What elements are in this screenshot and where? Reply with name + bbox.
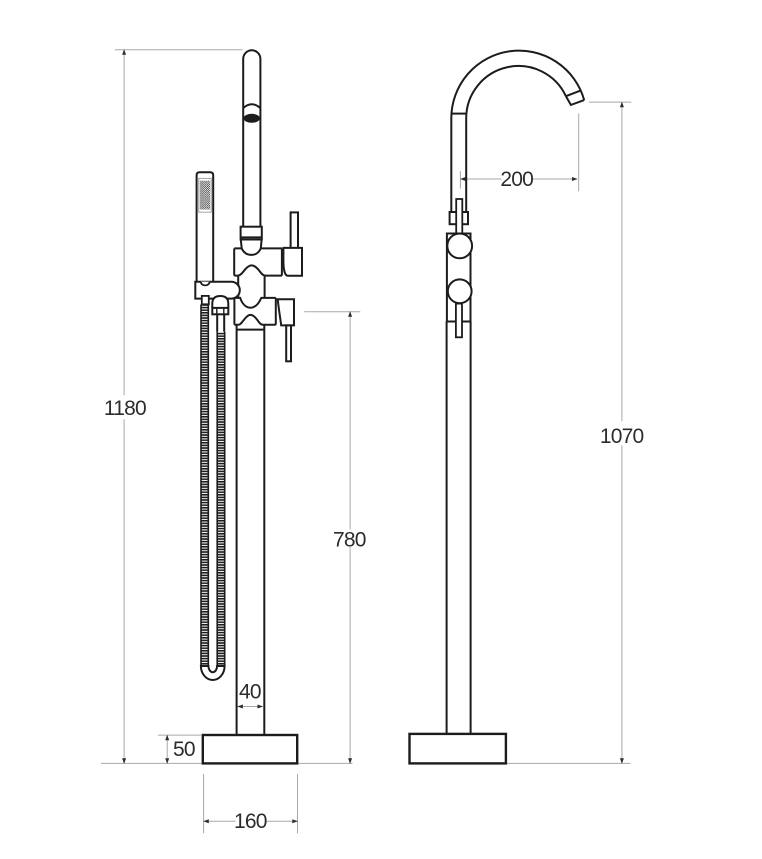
svg-text:50: 50: [173, 738, 195, 761]
svg-text:40: 40: [239, 681, 261, 704]
svg-text:160: 160: [234, 810, 267, 833]
svg-text:1180: 1180: [104, 397, 146, 420]
svg-text:1070: 1070: [600, 425, 644, 448]
svg-text:200: 200: [500, 168, 533, 191]
svg-text:780: 780: [333, 529, 366, 552]
